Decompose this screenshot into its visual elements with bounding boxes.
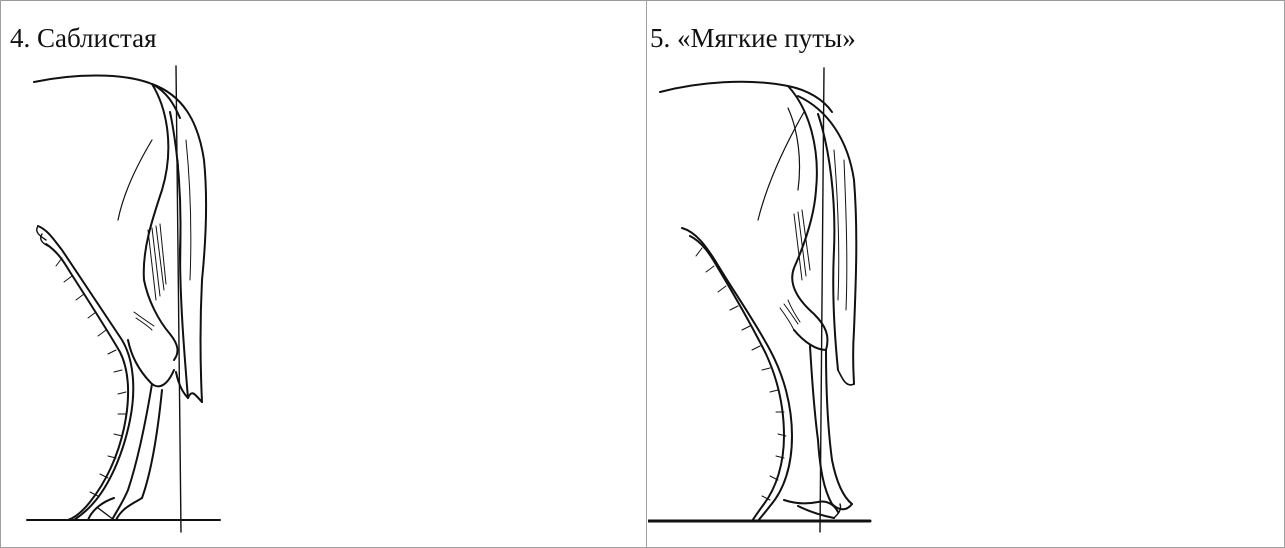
hind-leg-sickle-hocked-illustration: [2, 0, 646, 548]
table-cell-sickle: 4. Саблистая: [2, 0, 646, 548]
hind-leg-soft-pasterns-illustration: [648, 0, 1283, 548]
table-cell-soft-pasterns: 5. «Мягкие путы»: [648, 0, 1283, 548]
column-divider: [646, 0, 647, 548]
